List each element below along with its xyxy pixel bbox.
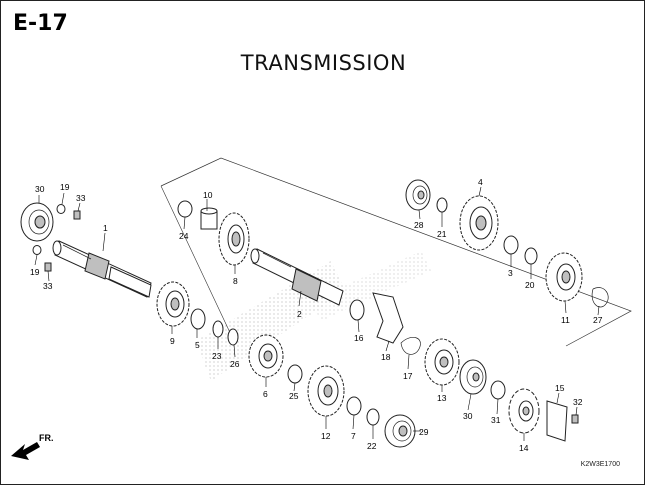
callout-23: 23 (212, 351, 222, 361)
callout-16: 16 (354, 333, 364, 343)
callout-2: 2 (297, 309, 302, 319)
callout-4: 4 (478, 177, 483, 187)
washer-24 (177, 200, 193, 218)
callout-10: 10 (203, 190, 213, 200)
callout-30: 30 (463, 411, 473, 421)
clip-17 (400, 336, 421, 355)
bearing-30-right (459, 359, 487, 395)
callout-labels: 30 19 33 1 19 33 10 24 8 2 9 5 23 26 6 2… (30, 177, 603, 453)
bearing-28 (405, 179, 431, 211)
front-direction-label: FR. (39, 433, 54, 443)
collar-31 (490, 380, 506, 400)
callout-25: 25 (289, 391, 299, 401)
callout-28: 28 (414, 220, 424, 230)
circlip-26 (227, 328, 239, 346)
callout-17: 17 (403, 371, 413, 381)
gear-8 (218, 212, 250, 266)
callout-7: 7 (351, 431, 356, 441)
front-arrow-icon: FR. (11, 433, 54, 460)
gear-11 (545, 252, 583, 302)
bearing-30-left (20, 202, 54, 242)
bushing-10 (200, 207, 218, 230)
circlip-27 (591, 287, 609, 308)
callout-13: 13 (437, 393, 447, 403)
callout-6: 6 (263, 389, 268, 399)
callout-22: 22 (367, 441, 377, 451)
callout-8: 8 (233, 276, 238, 286)
assembly-boundary-line (160, 157, 632, 347)
plate-18 (372, 292, 404, 344)
sprocket-14 (508, 388, 540, 434)
gear-4 (459, 195, 499, 251)
diagram-title: TRANSMISSION (240, 51, 407, 75)
washer-23 (212, 320, 224, 338)
washer-25 (287, 364, 303, 384)
bearing-29 (384, 414, 416, 448)
callout-24: 24 (179, 231, 189, 241)
washer-16 (349, 299, 365, 321)
bolt-33-bottom (44, 262, 52, 272)
callout-14: 14 (519, 443, 529, 453)
washer-19-bottom (32, 245, 42, 255)
callout-5: 5 (195, 340, 200, 350)
plate-15 (546, 400, 568, 442)
callout-29: 29 (419, 427, 429, 437)
callout-18: 18 (381, 352, 391, 362)
callout-33: 33 (76, 193, 86, 203)
callout-12: 12 (321, 431, 331, 441)
callout-21: 21 (437, 229, 447, 239)
callout-30: 30 (35, 184, 45, 194)
callout-15: 15 (555, 383, 565, 393)
gear-12 (307, 365, 345, 417)
callout-20: 20 (525, 280, 535, 290)
washer-22 (366, 408, 380, 426)
callout-9: 9 (170, 336, 175, 346)
callout-33: 33 (43, 281, 53, 291)
leader-lines (34, 186, 600, 441)
callout-19: 19 (60, 182, 70, 192)
gear-6 (248, 334, 284, 378)
bushing-3 (503, 235, 519, 255)
callout-26: 26 (230, 359, 240, 369)
bolt-32 (571, 414, 579, 424)
mainshaft-1 (52, 240, 152, 298)
callout-1: 1 (103, 223, 108, 233)
countershaft-2 (250, 248, 344, 306)
callout-31: 31 (491, 415, 501, 425)
bushing-5 (190, 308, 206, 330)
gear-13 (424, 338, 460, 386)
catalog-code: K2W3E1700 (580, 461, 620, 468)
washer-19-top (56, 204, 66, 214)
washer-20 (524, 247, 538, 265)
gear-9 (156, 281, 190, 327)
bolt-33-top (73, 210, 81, 220)
assembly-boundary-line (160, 185, 234, 340)
callout-3: 3 (508, 268, 513, 278)
callout-11: 11 (561, 315, 570, 325)
callout-27: 27 (593, 315, 603, 325)
callout-32: 32 (573, 397, 583, 407)
sheet-code: E-17 (13, 11, 68, 36)
callout-19: 19 (30, 267, 40, 277)
dot-shading (311, 251, 431, 321)
washer-21 (436, 197, 448, 213)
bushing-7 (346, 396, 362, 416)
